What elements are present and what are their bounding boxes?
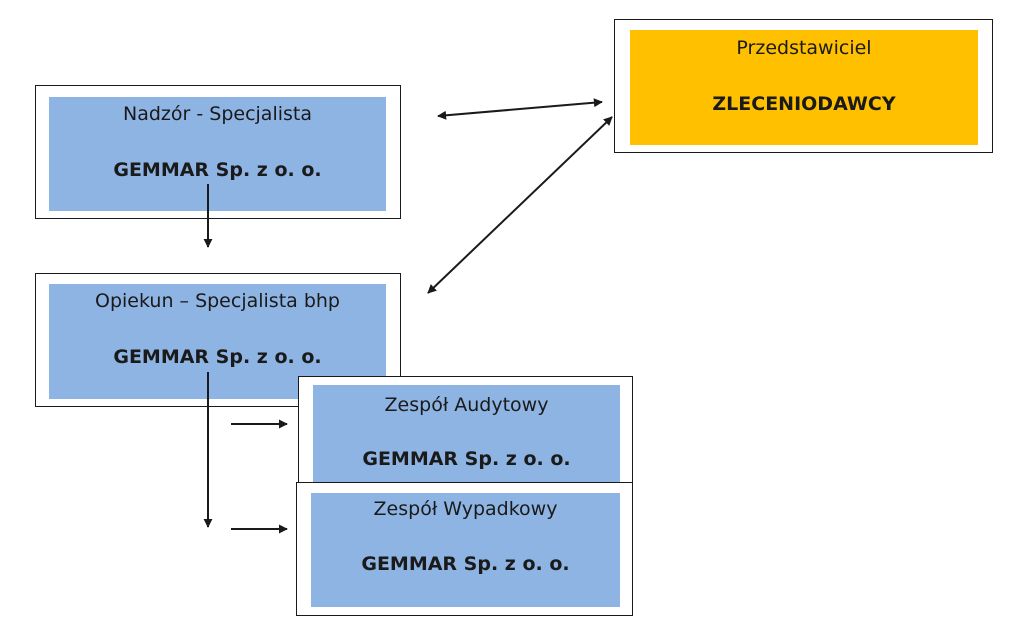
node-opiekun-org: GEMMAR Sp. z o. o.: [113, 346, 322, 368]
node-przedstawiciel-org: ZLECENIODAWCY: [712, 93, 896, 115]
node-nadzor-org: GEMMAR Sp. z o. o.: [113, 159, 322, 181]
node-wypadkowy-fill: Zespół Wypadkowy GEMMAR Sp. z o. o.: [311, 493, 620, 607]
node-audytowy-org: GEMMAR Sp. z o. o.: [362, 448, 571, 470]
node-nadzor-role: Nadzór - Specjalista: [123, 103, 312, 125]
node-przedstawiciel: Przedstawiciel ZLECENIODAWCY: [614, 19, 993, 153]
node-audytowy-role: Zespół Audytowy: [384, 394, 549, 416]
node-wypadkowy: Zespół Wypadkowy GEMMAR Sp. z o. o.: [296, 482, 633, 616]
node-wypadkowy-org: GEMMAR Sp. z o. o.: [361, 553, 570, 575]
arrow-nadzor-przedstawiciel: [437, 98, 603, 120]
arrow-opiekun-przedstawiciel: [427, 116, 613, 294]
node-przedstawiciel-role: Przedstawiciel: [736, 37, 872, 59]
node-nadzor-fill: Nadzór - Specjalista GEMMAR Sp. z o. o.: [49, 97, 386, 211]
node-audytowy-fill: Zespół Audytowy GEMMAR Sp. z o. o.: [313, 385, 620, 487]
node-wypadkowy-role: Zespół Wypadkowy: [373, 498, 558, 520]
node-audytowy: Zespół Audytowy GEMMAR Sp. z o. o.: [298, 376, 633, 487]
node-opiekun-role: Opiekun – Specjalista bhp: [95, 290, 340, 312]
node-nadzor: Nadzór - Specjalista GEMMAR Sp. z o. o.: [35, 85, 401, 219]
node-przedstawiciel-fill: Przedstawiciel ZLECENIODAWCY: [630, 30, 978, 145]
